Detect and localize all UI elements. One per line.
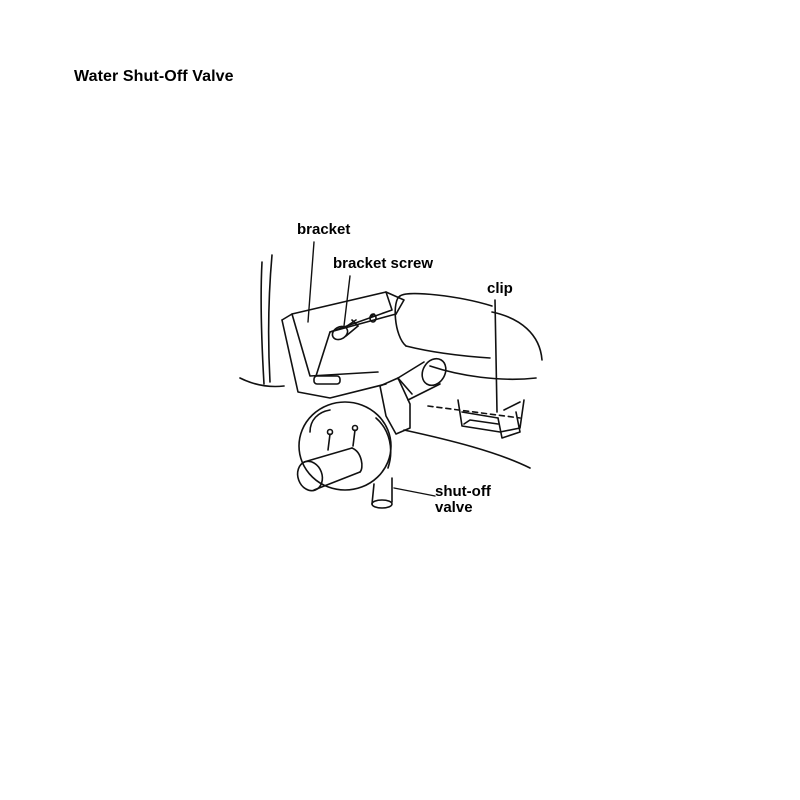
valve-cylinder <box>296 447 363 492</box>
shutoff-valve-label: shut-off valve <box>435 484 491 516</box>
cabinet-wall <box>239 254 285 388</box>
valve-mount-plate <box>379 377 413 435</box>
callout-leaders <box>307 241 436 497</box>
valve-outlet <box>371 477 393 509</box>
clip-part <box>457 299 525 439</box>
shutoff-valve-label-line1: shut-off <box>435 483 491 500</box>
bracket-label: bracket <box>297 221 351 238</box>
inlet-pipe <box>397 357 447 401</box>
valve-terminals <box>326 424 359 451</box>
shutoff-valve-label-line2: valve <box>435 499 473 516</box>
bracket-part <box>281 291 405 399</box>
base-edge <box>403 429 531 469</box>
page-title: Water Shut-Off Valve <box>74 68 234 85</box>
dashed-reference-line <box>427 405 521 419</box>
tank-body <box>394 292 543 381</box>
bracket-screw-label: bracket screw <box>333 255 434 272</box>
valve-body <box>298 401 392 491</box>
bracket-screw-part <box>331 313 377 341</box>
clip-label: clip <box>487 280 513 297</box>
